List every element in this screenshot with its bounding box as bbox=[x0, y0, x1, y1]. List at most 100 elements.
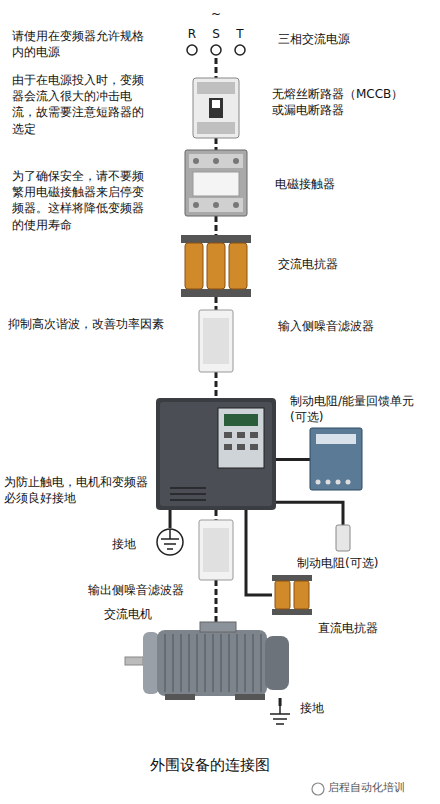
wire-connector bbox=[279, 698, 282, 706]
input-filter-illustration bbox=[199, 310, 233, 372]
reactor-illustration-part bbox=[185, 243, 203, 289]
watermark-icon bbox=[312, 783, 324, 795]
wire-connector bbox=[215, 510, 218, 520]
contactor-illustration-part bbox=[185, 150, 247, 216]
note-text: 抑制高次谐波，改善功率因素 bbox=[8, 316, 180, 332]
watermark: 启程自动化培训 bbox=[328, 781, 438, 796]
contactor-illustration-part bbox=[213, 202, 219, 208]
power-terminals-part bbox=[211, 45, 221, 55]
dc-reactor-illustration-part bbox=[272, 575, 312, 581]
reactor-illustration bbox=[181, 235, 251, 297]
wire-connector bbox=[276, 502, 343, 525]
output-filter: 输出侧噪音滤波器 bbox=[199, 520, 233, 580]
braking-unit-illustration-part bbox=[326, 480, 331, 485]
wire-connector bbox=[169, 510, 172, 528]
braking-unit-illustration-part bbox=[336, 480, 341, 485]
ground: 接地 bbox=[156, 528, 184, 556]
component-label: 电磁接触器 bbox=[275, 176, 405, 192]
inverter-illustration bbox=[156, 398, 276, 510]
motor-illustration-part bbox=[235, 694, 265, 700]
braking-unit-illustration bbox=[310, 428, 362, 490]
ground-symbol bbox=[270, 706, 290, 724]
contactor-illustration-part bbox=[233, 158, 239, 164]
inverter-illustration-part bbox=[237, 432, 245, 438]
reactor-illustration-part bbox=[229, 243, 247, 289]
contactor-illustration-part bbox=[193, 172, 239, 196]
wire-connector bbox=[276, 458, 310, 461]
ac-motor: 交流电机 bbox=[141, 628, 291, 698]
contactor: 电磁接触器 bbox=[185, 150, 247, 216]
inverter-illustration-part bbox=[218, 408, 264, 468]
terminal-name: T bbox=[234, 26, 246, 42]
input-filter: 输入侧噪音滤波器 bbox=[199, 310, 233, 372]
motor-illustration-part bbox=[165, 694, 195, 700]
dc-reactor-illustration-part bbox=[294, 581, 309, 609]
component-label: 直流电抗器 bbox=[318, 620, 418, 636]
component-label: 制动电阻(可选) bbox=[297, 555, 417, 571]
inverter-illustration-part bbox=[237, 444, 245, 450]
wire-connector bbox=[215, 297, 218, 310]
contactor-illustration-part bbox=[193, 202, 199, 208]
input-filter-illustration-part bbox=[199, 310, 233, 372]
power-terminals-part bbox=[235, 45, 245, 55]
inverter-illustration-part bbox=[224, 444, 232, 450]
motor-illustration-part bbox=[143, 632, 159, 694]
motor-illustration-part bbox=[157, 630, 267, 696]
reactor-illustration-part bbox=[181, 289, 251, 297]
phase-symbol: ~ bbox=[210, 6, 222, 22]
braking-unit-illustration-part bbox=[310, 428, 362, 490]
motor-illustration-part bbox=[125, 657, 143, 665]
breaker-illustration-part bbox=[197, 122, 235, 134]
ground: 接地 bbox=[268, 706, 292, 728]
motor-illustration-part bbox=[265, 636, 289, 690]
ground-symbol-part bbox=[270, 706, 290, 724]
reactor-illustration-part bbox=[207, 243, 225, 289]
terminal-name: S bbox=[210, 26, 222, 42]
contactor-illustration-part bbox=[193, 158, 199, 164]
braking-unit: 制动电阻/能量回馈单元 (可选) bbox=[310, 428, 362, 490]
braking-resistor-illustration bbox=[336, 525, 350, 551]
braking-resistor-illustration-part bbox=[336, 525, 350, 551]
motor-illustration-part bbox=[200, 622, 236, 632]
braking-unit-illustration-part bbox=[316, 480, 321, 485]
wire-connector bbox=[215, 58, 218, 78]
wire-connector bbox=[246, 510, 272, 595]
terminal-name: R bbox=[186, 26, 198, 42]
dc-reactor-illustration-part bbox=[272, 609, 312, 615]
component-label: 接地 bbox=[300, 700, 340, 716]
wire-connector bbox=[215, 372, 218, 398]
inverter-illustration-part bbox=[170, 488, 206, 500]
component-label: 交流电抗器 bbox=[278, 256, 408, 272]
ground-symbol bbox=[157, 529, 183, 555]
component-label: 交流电机 bbox=[104, 606, 184, 622]
ac-reactor: 交流电抗器 bbox=[181, 235, 251, 297]
circuit-breaker: 无熔丝断路器（MCCB） 或漏电断路器 bbox=[193, 78, 239, 138]
note-text: 请使用在变频器允许规格内的电源 bbox=[12, 28, 148, 60]
output-filter-illustration-part bbox=[203, 528, 229, 572]
contactor-illustration-part bbox=[189, 198, 243, 212]
component-label: 输出侧噪音滤波器 bbox=[88, 582, 194, 598]
power-terminals-part bbox=[187, 45, 197, 55]
component-label: 制动电阻/能量回馈单元 (可选) bbox=[290, 393, 430, 425]
component-label: 三相交流电源 bbox=[278, 31, 408, 47]
contactor-illustration-part bbox=[189, 154, 243, 168]
inverter-illustration-part bbox=[224, 414, 258, 426]
component-label: 输入侧噪音滤波器 bbox=[278, 318, 418, 334]
breaker-illustration-part bbox=[197, 82, 235, 94]
inverter-illustration-part bbox=[156, 398, 276, 510]
power-terminals bbox=[187, 45, 245, 55]
breaker-illustration-part bbox=[212, 100, 220, 108]
note-text: 为防止触电，电机和变频器必须良好接地 bbox=[4, 474, 154, 506]
note-text: 为了确保安全，请不要频繁用电磁接触器来启停变频器。这样将降低变频器的使用寿命 bbox=[12, 168, 154, 233]
output-filter-illustration-part bbox=[199, 520, 233, 580]
input-filter-illustration-part bbox=[203, 318, 229, 364]
note-text: 由于在电源投入时，变频器会流入很大的冲击电流，故需要注意短路器的选定 bbox=[12, 72, 154, 137]
motor-illustration-part bbox=[165, 634, 261, 692]
watermark-icon-part bbox=[312, 783, 324, 795]
wire-connector bbox=[215, 138, 218, 150]
inverter-illustration-part bbox=[250, 444, 258, 450]
inverter-illustration-part bbox=[250, 432, 258, 438]
dc-reactor-illustration bbox=[272, 575, 312, 615]
